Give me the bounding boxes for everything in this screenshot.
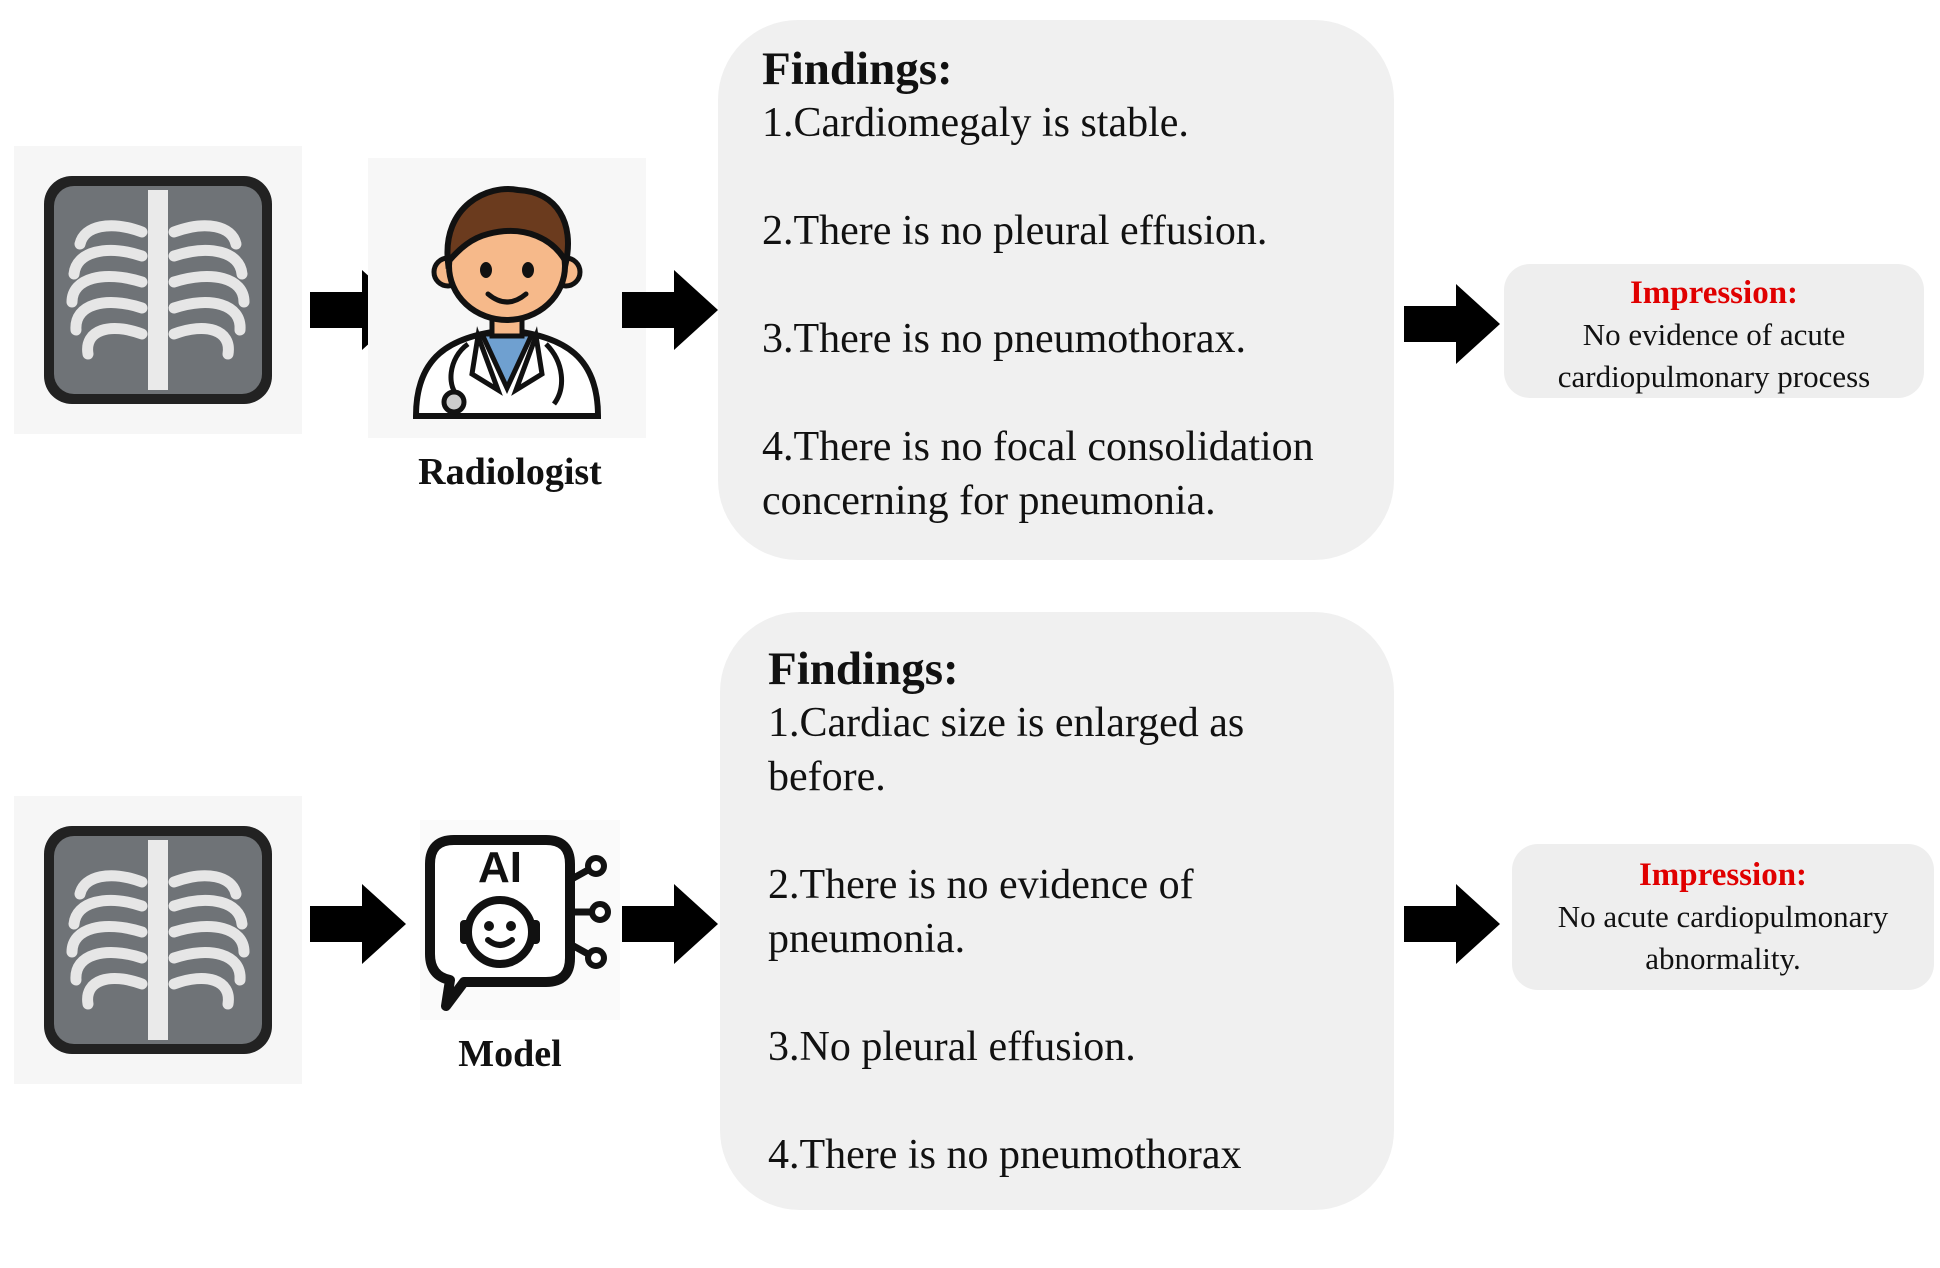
- arrow-right-icon: [622, 270, 718, 350]
- arrow-right-icon: [1404, 884, 1500, 964]
- actor-label-radiologist: Radiologist: [418, 451, 602, 493]
- chest-xray-icon: [14, 146, 302, 434]
- finding-item: 3.There is no pneumothorax.: [762, 316, 1247, 362]
- findings-heading: Findings:: [768, 643, 959, 695]
- finding-item: 4.There is no pneumothorax: [768, 1132, 1242, 1178]
- findings-box-model: Findings: 1.Cardiac size is enlarged as …: [720, 612, 1394, 1210]
- arrow-right-icon: [310, 884, 406, 964]
- ai-badge-text: AI: [478, 843, 522, 892]
- findings-box-radiologist: Findings: 1.Cardiomegaly is stable. 2.Th…: [718, 20, 1394, 560]
- arrow-right-icon: [622, 884, 718, 964]
- finding-item: 1.Cardiomegaly is stable.: [762, 100, 1189, 146]
- finding-item: 4.There is no focal consolidation concer…: [762, 424, 1314, 524]
- finding-item: 2.There is no pleural effusion.: [762, 208, 1268, 254]
- finding-item: 3.No pleural effusion.: [768, 1024, 1136, 1070]
- actor-label-model: Model: [458, 1033, 562, 1075]
- arrow-right-icon: [1404, 284, 1500, 364]
- impression-box-radiologist: Impression: No evidence of acute cardiop…: [1504, 264, 1924, 398]
- impression-text: No acute cardiopulmonary abnormality.: [1557, 899, 1889, 976]
- finding-item: 2.There is no evidence of pneumonia.: [768, 862, 1194, 962]
- ai-robot-icon: AI: [420, 820, 620, 1020]
- impression-text: No evidence of acute cardiopulmonary pro…: [1557, 317, 1871, 394]
- impression-heading: Impression:: [1629, 275, 1799, 311]
- finding-item: 1.Cardiac size is enlarged as before.: [768, 700, 1245, 800]
- findings-heading: Findings:: [762, 43, 953, 95]
- impression-heading: Impression:: [1638, 857, 1808, 893]
- doctor-icon: [368, 158, 646, 438]
- impression-box-model: Impression: No acute cardiopulmonary abn…: [1512, 844, 1934, 990]
- chest-xray-icon: [14, 796, 302, 1084]
